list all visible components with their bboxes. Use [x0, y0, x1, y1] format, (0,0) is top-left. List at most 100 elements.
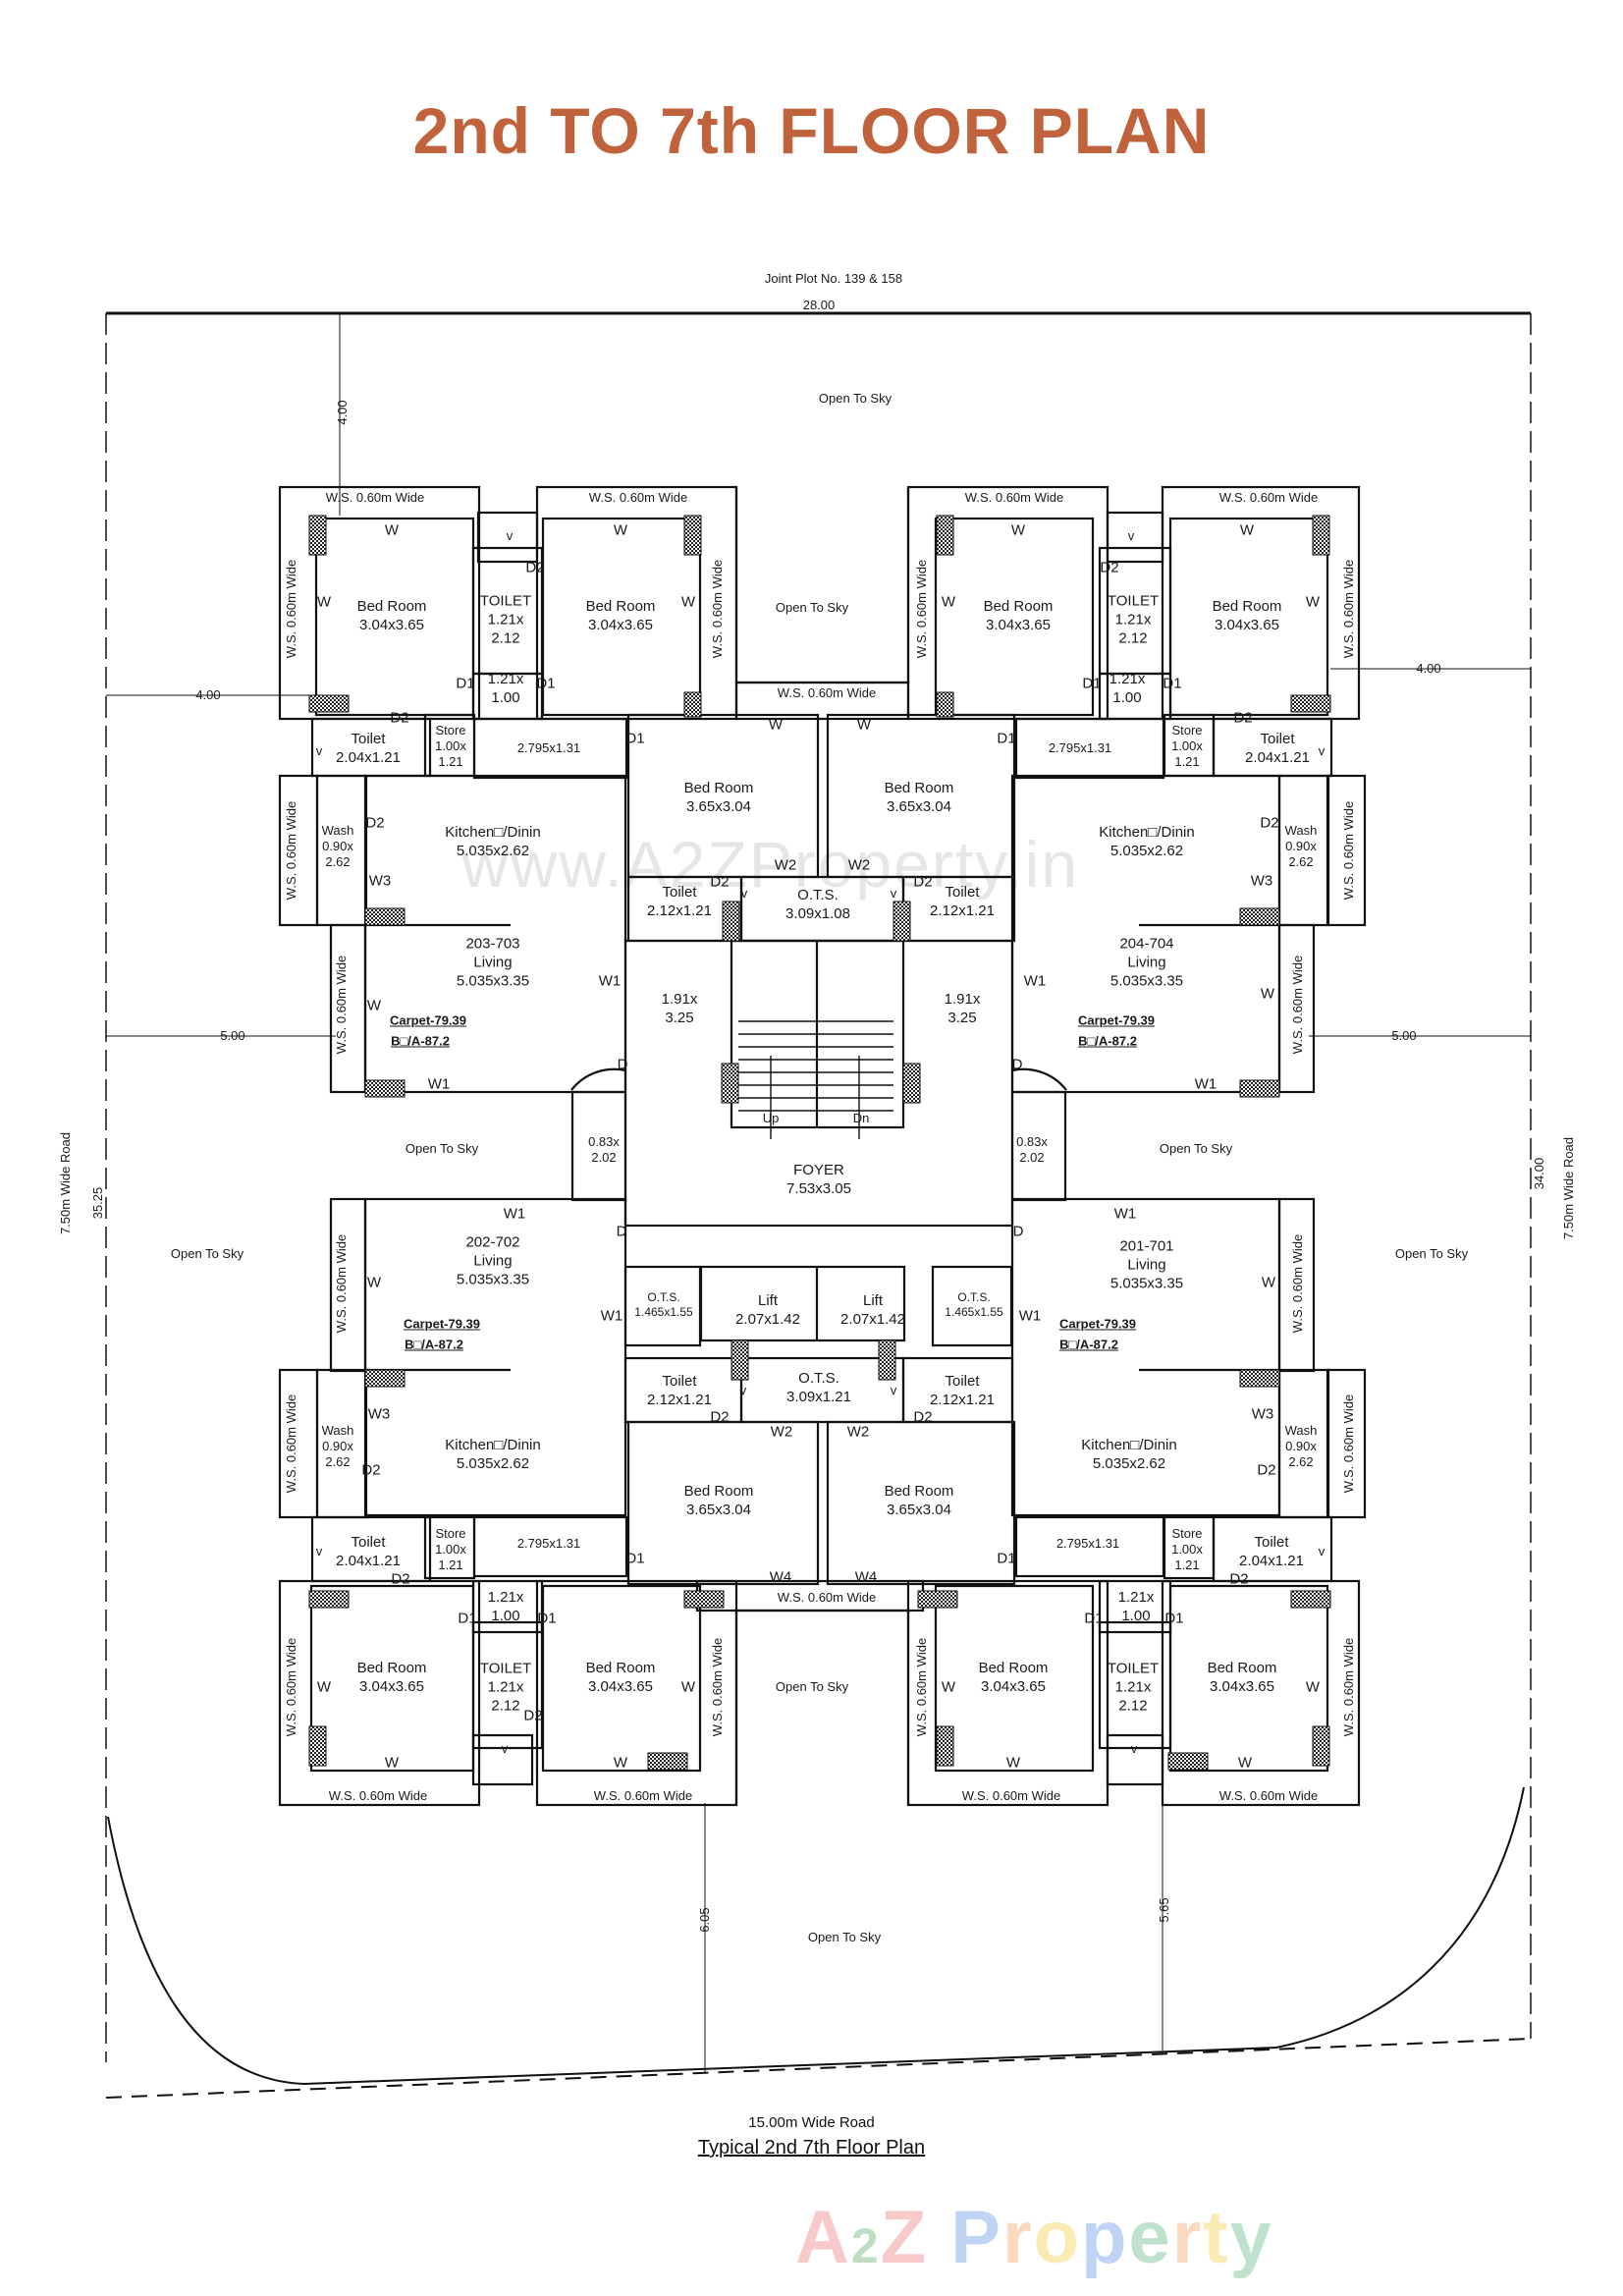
ws-label: W.S. 0.60m Wide: [1341, 1637, 1356, 1737]
window-mark: W: [768, 716, 784, 734]
brand-letter: A: [795, 2196, 851, 2279]
watermark-text: www.A2ZProperty.in: [461, 828, 1079, 901]
ws-label: W.S. 0.60m Wide: [1218, 1788, 1319, 1803]
window-mark: W1: [600, 1307, 623, 1325]
ws-label: W.S. 0.60m Wide: [777, 685, 877, 700]
window-mark: W4: [769, 1568, 792, 1586]
vent-mark: v: [1318, 743, 1325, 758]
window-mark: W1: [1018, 1307, 1042, 1325]
stair-up-label: Up: [762, 1111, 780, 1125]
window-mark: W: [1237, 1754, 1253, 1772]
door-mark: D1: [536, 675, 556, 692]
open-to-sky-bottom-court: Open To Sky: [775, 1679, 849, 1694]
passage-left-label: 0.83x 2.02: [588, 1134, 620, 1165]
window-mark: W: [856, 716, 872, 734]
door-mark: D2: [365, 814, 385, 832]
lobby-label: 2.795x1.31: [1055, 1536, 1120, 1551]
window-mark: W: [1005, 1754, 1021, 1772]
open-to-sky-top: Open To Sky: [818, 391, 893, 406]
ws-label: W.S. 0.60m Wide: [961, 1788, 1061, 1803]
door-mark: D1: [1163, 675, 1182, 692]
window-mark: W: [941, 593, 956, 611]
door-mark: D: [1011, 1056, 1023, 1073]
brand-letter: P: [928, 2196, 1002, 2279]
window-mark: W: [1305, 593, 1321, 611]
open-to-sky-bottom: Open To Sky: [807, 1930, 882, 1944]
door-mark: D2: [1257, 1461, 1276, 1479]
lobby-label: 2.795x1.31: [516, 740, 581, 755]
setback-bottom-right: 5.65: [1157, 1897, 1171, 1923]
builtup-area-201: B□/A-87.2: [1059, 1337, 1118, 1352]
door-mark: D1: [537, 1610, 557, 1627]
open-to-sky-right: Open To Sky: [1394, 1246, 1469, 1261]
door-mark: D2: [523, 1707, 543, 1724]
ws-label: W.S. 0.60m Wide: [1290, 1233, 1305, 1334]
ws-label: W.S. 0.60m Wide: [284, 559, 298, 659]
stair-down-label: Dn: [852, 1111, 870, 1125]
ws-label: W.S. 0.60m Wide: [1341, 559, 1356, 659]
vent-mark: v: [315, 743, 323, 758]
ws-label: W.S. 0.60m Wide: [325, 490, 425, 505]
door-mark: D2: [710, 1408, 730, 1426]
window-mark: W1: [598, 972, 622, 990]
window-mark: W: [1261, 1274, 1276, 1291]
ws-label: W.S. 0.60m Wide: [1341, 1394, 1356, 1494]
vent-mark: v: [1130, 1741, 1138, 1756]
open-to-sky-left: Open To Sky: [170, 1246, 244, 1261]
right-dimension: 34.00: [1532, 1157, 1546, 1190]
ws-label: W.S. 0.60m Wide: [284, 1637, 298, 1737]
window-mark: W1: [1113, 1205, 1137, 1223]
ws-label: W.S. 0.60m Wide: [710, 559, 725, 659]
plot-label: Joint Plot No. 139 & 158: [764, 271, 903, 286]
drawing-subtitle: Typical 2nd 7th Floor Plan: [697, 2137, 926, 2159]
door-mark: D2: [525, 559, 545, 576]
window-mark: W2: [770, 1423, 793, 1441]
brand-letter: r: [1171, 2196, 1204, 2279]
door-mark: D1: [997, 730, 1016, 747]
window-mark: W: [613, 521, 628, 539]
door-mark: D1: [456, 675, 475, 692]
window-mark: W: [941, 1678, 956, 1696]
window-mark: W2: [847, 856, 871, 874]
passage-label: 1.21x 1.00: [487, 1589, 524, 1624]
ots-bottom-label: O.T.S.3.09x1.21: [786, 1370, 851, 1405]
window-mark: W1: [427, 1075, 451, 1093]
right-road-label: 7.50m Wide Road: [1561, 1136, 1576, 1240]
window-mark: W3: [1250, 872, 1273, 890]
ws-label: W.S. 0.60m Wide: [964, 490, 1064, 505]
brand-letter: Z: [880, 2196, 929, 2279]
window-mark: W: [1010, 521, 1026, 539]
dimension-top: 28.00: [802, 298, 836, 312]
ws-label: W.S. 0.60m Wide: [593, 1788, 693, 1803]
door-mark: D: [617, 1056, 628, 1073]
lobby-label: 2.795x1.31: [516, 1536, 581, 1551]
door-mark: D1: [458, 1610, 477, 1627]
door-mark: D1: [625, 730, 645, 747]
bottom-road-label: 15.00m Wide Road: [748, 2114, 875, 2131]
door-mark: D2: [361, 1461, 381, 1479]
ots-right-label: O.T.S.1.465x1.55: [945, 1290, 1003, 1319]
